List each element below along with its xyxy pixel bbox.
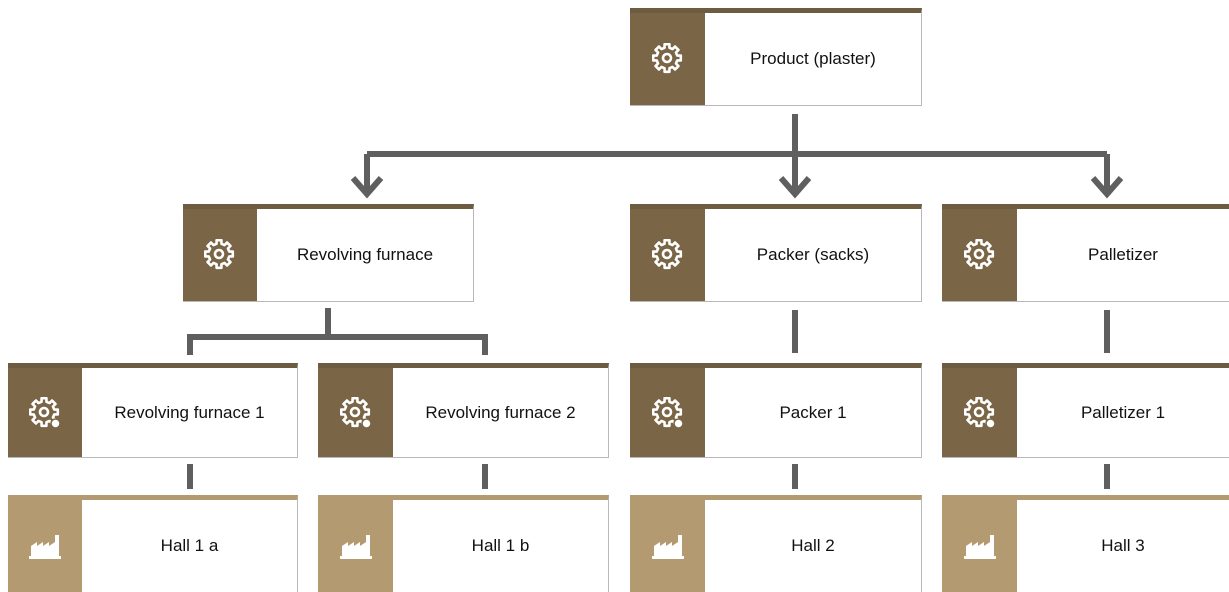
- factory-icon: [651, 532, 685, 560]
- node-label: Product (plaster): [750, 49, 876, 68]
- gear-dot-icon: [339, 396, 372, 429]
- node-revolving-furnace-2[interactable]: Revolving furnace 2: [318, 363, 609, 458]
- gear-icon: [651, 239, 684, 271]
- node-revolving-furnace[interactable]: Revolving furnace: [183, 204, 474, 302]
- node-packer-sacks[interactable]: Packer (sacks): [630, 204, 922, 302]
- arrow-palletizer: [1090, 176, 1124, 199]
- node-revolving-furnace-1[interactable]: Revolving furnace 1: [8, 363, 298, 458]
- factory-icon: [963, 532, 997, 560]
- factory-icon: [28, 532, 62, 560]
- node-label: Revolving furnace 2: [425, 402, 576, 422]
- node-label: Palletizer: [1088, 245, 1158, 264]
- node-icon-box: [630, 13, 705, 105]
- node-palletizer[interactable]: Palletizer: [942, 204, 1229, 302]
- node-hall-2[interactable]: Hall 2: [630, 495, 922, 592]
- node-label: Palletizer 1: [1080, 402, 1166, 422]
- node-icon-box: [630, 368, 705, 457]
- node-icon-box: [8, 368, 82, 457]
- node-label: Packer 1: [779, 402, 847, 422]
- node-hall-1b[interactable]: Hall 1 b: [318, 495, 609, 592]
- node-icon-box: [630, 500, 705, 592]
- node-label: Hall 1 b: [471, 536, 530, 555]
- node-palletizer-1[interactable]: Palletizer 1: [942, 363, 1229, 458]
- gear-dot-icon: [651, 396, 684, 429]
- node-icon-box: [183, 209, 257, 301]
- node-icon-box: [942, 368, 1017, 457]
- node-hall-1a[interactable]: Hall 1 a: [8, 495, 298, 592]
- node-label: Revolving furnace 1: [114, 402, 265, 422]
- node-icon-box: [318, 500, 393, 592]
- node-packer-1[interactable]: Packer 1: [630, 363, 922, 458]
- gear-dot-icon: [963, 396, 996, 429]
- node-icon-box: [8, 500, 82, 592]
- factory-icon: [339, 532, 373, 560]
- gear-dot-icon: [29, 396, 61, 429]
- node-icon-box: [318, 368, 393, 457]
- gear-icon: [651, 43, 684, 75]
- gear-icon: [963, 239, 996, 271]
- node-label: Hall 1 a: [160, 536, 219, 555]
- node-icon-box: [942, 500, 1017, 592]
- gear-icon: [204, 239, 236, 271]
- node-label: Revolving furnace: [296, 245, 434, 264]
- node-label: Packer (sacks): [756, 245, 870, 264]
- node-label: Hall 2: [791, 536, 835, 555]
- node-icon-box: [630, 209, 705, 301]
- node-label: Hall 3: [1101, 536, 1145, 555]
- arrow-revolving-furnace: [350, 176, 384, 199]
- node-icon-box: [942, 209, 1017, 301]
- node-product-plaster[interactable]: Product (plaster): [630, 8, 922, 106]
- arrow-packer-sacks: [778, 176, 812, 199]
- node-hall-3[interactable]: Hall 3: [942, 495, 1229, 592]
